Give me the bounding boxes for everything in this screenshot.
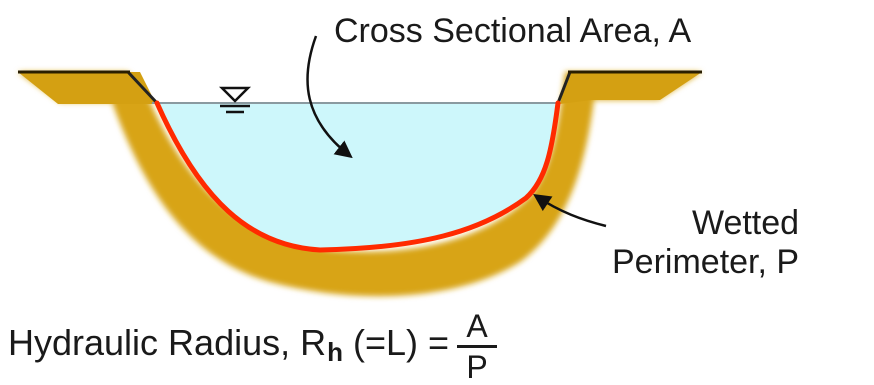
soil-band	[18, 72, 702, 297]
water-body	[157, 103, 558, 250]
wetted-perimeter-line	[154, 100, 561, 253]
right-bank-edge	[556, 71, 572, 104]
wetted-perimeter-label: Wetted Perimeter, P	[612, 204, 799, 282]
wetted-label-line-1: Wetted	[691, 204, 800, 242]
water-surface-symbol	[218, 86, 252, 114]
formula-subscript: h	[327, 337, 344, 367]
formula-middle: (=L) =	[353, 321, 450, 363]
fraction-bar	[457, 345, 498, 348]
formula-fraction: A P	[457, 308, 498, 385]
left-bank-edge	[126, 70, 159, 105]
wetted-perimeter-arrow	[533, 194, 607, 228]
formula-prefix: Hydraulic Radius, R	[8, 321, 327, 363]
formula-denominator: P	[466, 349, 488, 385]
wetted-label-line-2: Perimeter, P	[612, 243, 800, 282]
soil-right-bank	[560, 72, 702, 104]
hydraulic-radius-formula: Hydraulic Radius, R h (=L) = A P	[8, 306, 498, 383]
soil-left-bank	[18, 72, 156, 104]
area-arrow	[306, 35, 353, 159]
cross-sectional-area-label: Cross Sectional Area, A	[334, 12, 692, 50]
formula-numerator: A	[466, 308, 488, 344]
